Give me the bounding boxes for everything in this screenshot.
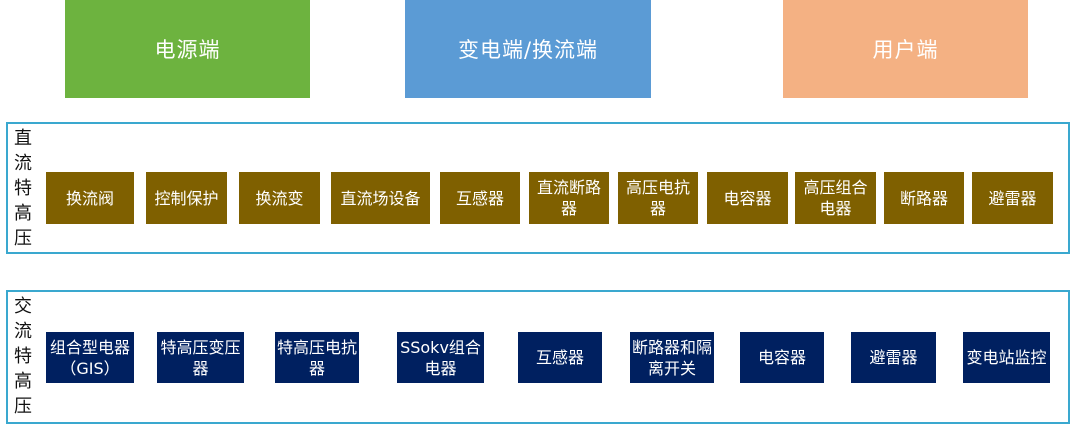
- dc-item-circuit-breaker: 断路器: [884, 172, 964, 224]
- dc-uhv-panel: 直流特高压 换流阀 控制保护 换流变 直流场设备 互感器 直流断路器 高压电抗器…: [6, 122, 1070, 254]
- dc-item-hv-reactor: 高压电抗器: [618, 172, 698, 224]
- station-end-label: 变电端/换流端: [457, 38, 599, 62]
- dc-item-transformer: 互感器: [440, 172, 520, 224]
- dc-item-converter-transformer: 换流变: [239, 172, 320, 224]
- dc-uhv-label: 直流特高压: [14, 128, 32, 249]
- ac-uhv-panel: 交流特高压 组合型电器（GIS） 特高压变压器 特高压电抗器 SSokv组合电器…: [6, 290, 1070, 424]
- ac-item-surge-arrester: 避雷器: [851, 332, 936, 383]
- ac-item-capacitor: 电容器: [740, 332, 824, 383]
- ac-item-substation-monitoring: 变电站监控: [963, 332, 1050, 383]
- ac-item-ssokv-combined-apparatus: SSokv组合电器: [397, 332, 484, 383]
- ac-item-uhv-transformer: 特高压变压器: [157, 332, 244, 383]
- ac-item-uhv-reactor: 特高压电抗器: [275, 332, 359, 383]
- user-end-label: 用户端: [872, 38, 939, 62]
- ac-item-gis: 组合型电器（GIS）: [46, 332, 134, 383]
- source-end-box: 电源端: [65, 0, 310, 98]
- dc-item-capacitor: 电容器: [707, 172, 788, 224]
- station-end-box: 变电端/换流端: [405, 0, 651, 98]
- ac-item-transformer: 互感器: [518, 332, 602, 383]
- dc-item-control-protection: 控制保护: [146, 172, 227, 224]
- ac-uhv-label: 交流特高压: [14, 296, 32, 417]
- source-end-label: 电源端: [154, 38, 221, 62]
- dc-item-hv-combined-apparatus: 高压组合电器: [795, 172, 876, 224]
- user-end-box: 用户端: [783, 0, 1028, 98]
- dc-item-surge-arrester: 避雷器: [972, 172, 1053, 224]
- dc-item-converter-valve: 换流阀: [46, 172, 134, 224]
- dc-item-dc-breaker: 直流断路器: [529, 172, 609, 224]
- dc-item-dc-yard-equipment: 直流场设备: [331, 172, 430, 224]
- ac-item-breaker-and-disconnector: 断路器和隔离开关: [630, 332, 714, 383]
